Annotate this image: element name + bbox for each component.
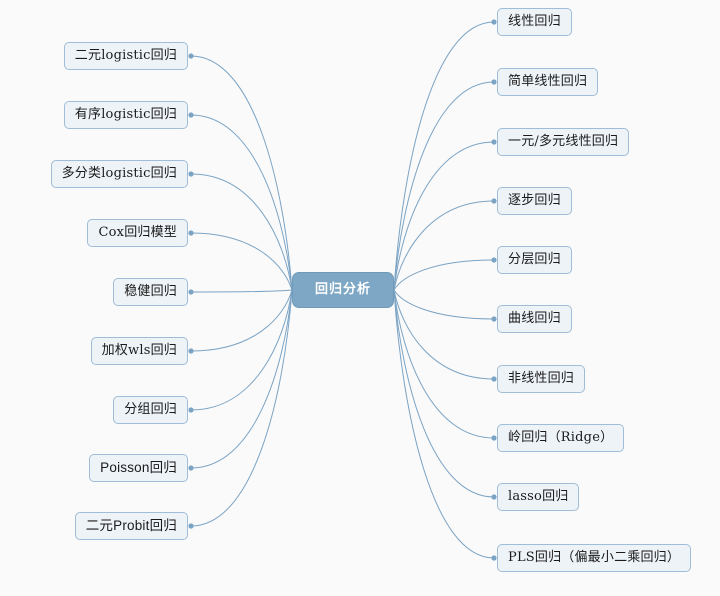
node-label: 岭回归（Ridge） xyxy=(508,430,614,445)
node-right-3[interactable]: 一元/多元线性回归 xyxy=(497,128,630,156)
node-right-9[interactable]: lasso回归 xyxy=(497,483,580,511)
node-right-6[interactable]: 曲线回归 xyxy=(497,305,572,333)
node-label: 曲线回归 xyxy=(508,311,561,326)
node-label: 简单线性回归 xyxy=(508,74,588,89)
node-label: 一元/多元线性回归 xyxy=(508,134,619,149)
node-label: PLS回归（偏最小二乘回归） xyxy=(508,550,681,565)
node-label: Cox回归模型 xyxy=(98,225,177,240)
node-label: 稳健回归 xyxy=(124,284,177,299)
node-label: 二元Probit回归 xyxy=(85,518,177,533)
node-label: lasso回归 xyxy=(508,489,569,504)
node-label: 多分类logistic回归 xyxy=(61,166,177,181)
node-label: 逐步回归 xyxy=(508,193,561,208)
node-right-1[interactable]: 线性回归 xyxy=(497,8,572,36)
node-left-5[interactable]: 稳健回归 xyxy=(113,278,188,306)
node-left-9[interactable]: 二元Probit回归 xyxy=(74,512,188,540)
node-label: 分组回归 xyxy=(124,402,177,417)
node-right-5[interactable]: 分层回归 xyxy=(497,246,572,274)
node-label: 分层回归 xyxy=(508,252,561,267)
node-label: Poisson回归 xyxy=(100,460,177,475)
node-left-1[interactable]: 二元logistic回归 xyxy=(63,42,188,70)
node-right-10[interactable]: PLS回归（偏最小二乘回归） xyxy=(497,544,692,572)
node-right-2[interactable]: 简单线性回归 xyxy=(497,68,599,96)
node-left-2[interactable]: 有序logistic回归 xyxy=(63,101,188,129)
node-right-8[interactable]: 岭回归（Ridge） xyxy=(497,424,625,452)
node-left-4[interactable]: Cox回归模型 xyxy=(87,219,188,247)
node-right-4[interactable]: 逐步回归 xyxy=(497,187,572,215)
node-left-3[interactable]: 多分类logistic回归 xyxy=(50,160,188,188)
node-left-6[interactable]: 加权wls回归 xyxy=(90,337,188,365)
node-label: 线性回归 xyxy=(508,14,561,29)
node-label: 二元logistic回归 xyxy=(74,48,177,63)
node-left-8[interactable]: Poisson回归 xyxy=(89,454,188,482)
node-left-7[interactable]: 分组回归 xyxy=(113,396,188,424)
node-label: 加权wls回归 xyxy=(101,343,177,358)
node-right-7[interactable]: 非线性回归 xyxy=(497,365,586,393)
node-label: 有序logistic回归 xyxy=(74,107,177,122)
node-label: 非线性回归 xyxy=(508,371,575,386)
center-node-regression-analysis[interactable]: 回归分析 xyxy=(292,272,394,308)
